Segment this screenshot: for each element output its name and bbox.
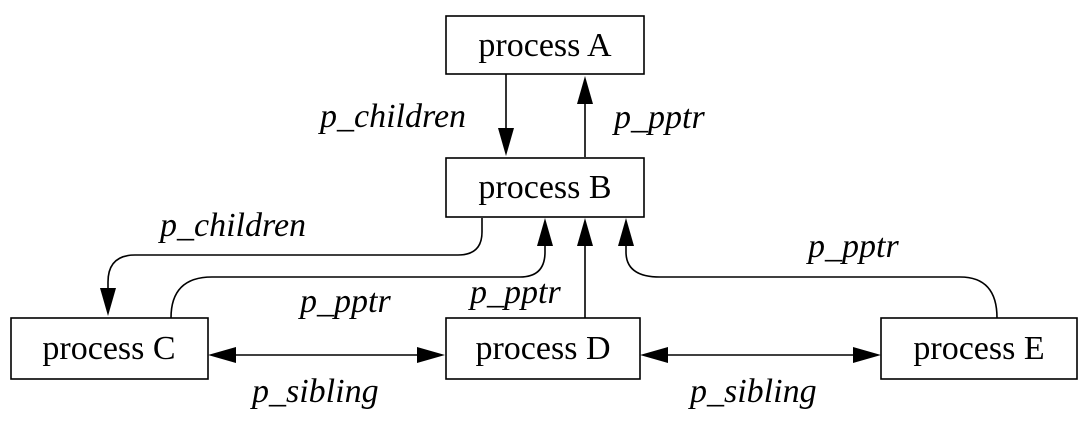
arrowhead-d-e-sibling-right: [853, 347, 881, 363]
arrowhead-b-a-pptr: [577, 76, 593, 104]
label-d-e-sibling: p_sibling: [688, 373, 817, 410]
node-process-d: process D: [445, 317, 641, 380]
edge-e-b-pptr: [625, 240, 998, 319]
label-d-b-pptr: p_pptr: [468, 274, 561, 311]
edge-c-b-pptr: [170, 240, 546, 319]
node-process-e-label: process E: [913, 330, 1044, 367]
label-c-b-pptr: p_pptr: [298, 283, 391, 320]
node-process-b: process B: [445, 157, 645, 218]
arrowhead-c-d-sibling-left: [208, 347, 236, 363]
arrowhead-b-c-children: [100, 288, 116, 316]
label-c-d-sibling: p_sibling: [250, 373, 379, 410]
arrowhead-c-b-pptr: [537, 218, 553, 246]
arrowhead-a-b-children: [498, 128, 514, 156]
label-b-c-children: p_children: [158, 207, 306, 244]
arrowhead-d-b-pptr: [577, 218, 593, 246]
arrowhead-e-b-pptr: [618, 218, 634, 246]
node-process-b-label: process B: [478, 169, 611, 206]
label-b-a-pptr: p_pptr: [612, 99, 705, 136]
node-process-a: process A: [445, 15, 645, 75]
label-a-b-children: p_children: [318, 98, 466, 135]
node-process-d-label: process D: [475, 330, 610, 367]
node-process-e: process E: [880, 317, 1078, 380]
arrowhead-c-d-sibling-right: [417, 347, 445, 363]
node-process-c-label: process C: [42, 330, 175, 367]
edge-b-c-children: [107, 218, 483, 290]
node-process-a-label: process A: [478, 27, 612, 64]
label-e-b-pptr: p_pptr: [806, 228, 899, 265]
arrowhead-d-e-sibling-left: [640, 347, 668, 363]
node-process-c: process C: [10, 317, 209, 380]
